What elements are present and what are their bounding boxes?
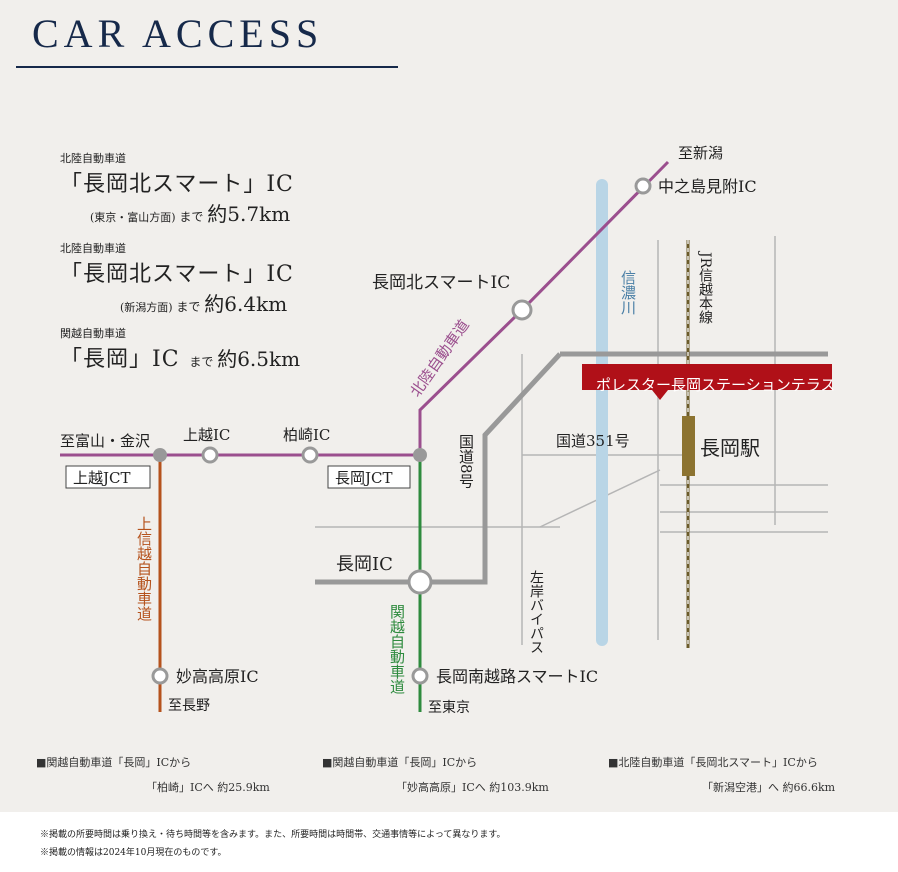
expressway-name: 北陸自動車道 [60, 152, 126, 165]
footer-item-1: ■関越自動車道「長岡」ICから 「柏崎」ICへ 約25.9km [36, 757, 270, 793]
distance-row: 「長岡」IC まで 約6.5km [60, 341, 300, 373]
distance: 6.4km [224, 292, 288, 316]
footer-item-3: ■北陸自動車道「長岡北スマート」ICから 「新潟空港」へ 約66.6km [608, 757, 835, 793]
footer-line2: 「新潟空港」へ 約66.6km [702, 781, 836, 794]
note-1: ※掲載の所要時間は乗り換え・待ち時間等を含みます。また、所要時間は時間帯、交通事… [40, 830, 506, 840]
access-info-3: 関越自動車道 「長岡」IC まで 約6.5km [60, 325, 300, 373]
expressway-name: 関越自動車道 [60, 327, 126, 340]
label-nagaoka-kita-smart-ic: 長岡北スマートIC [372, 273, 510, 293]
nagaoka-jct-marker [413, 448, 427, 462]
property-flag [582, 364, 832, 390]
yaku: 約 [217, 347, 238, 371]
hokuriku-expressway [60, 160, 670, 457]
label-joetsu-jct: 上越JCT [73, 469, 131, 487]
access-info-2: 北陸自動車道 「長岡北スマート」IC (新潟方面) まで 約6.4km [60, 240, 294, 317]
label-shinano-river: 信濃川 [619, 270, 637, 315]
label-joshinetsu: 上信越自動車道 [135, 516, 153, 621]
label-nagaoka-minami-ic: 長岡南越路スマートIC [436, 667, 598, 686]
footer-line2: 「柏崎」ICへ 約25.9km [146, 781, 270, 794]
distance: 5.7km [227, 202, 291, 226]
ic-markers [151, 177, 652, 685]
distance: 6.5km [237, 347, 301, 371]
footer-line1: ■北陸自動車道「長岡北スマート」ICから [608, 756, 818, 769]
label-kanetsu: 関越自動車道 [388, 604, 406, 694]
ic-name: 「長岡北スマート」IC [60, 172, 294, 197]
label-hokuriku: 北陸自動車道 [407, 316, 473, 400]
label-to-toyama: 至富山・金沢 [60, 432, 150, 450]
distance-row: (新潟方面) まで 約6.4km [60, 288, 294, 317]
access-info-1: 北陸自動車道 「長岡北スマート」IC (東京・富山方面) まで 約5.7km [60, 150, 294, 227]
station-marker [682, 416, 695, 476]
direction: (新潟方面) [120, 301, 173, 314]
ic-name: 「長岡」IC [60, 347, 180, 372]
label-to-tokyo: 至東京 [428, 700, 470, 716]
distance-row: (東京・富山方面) まで 約5.7km [60, 198, 294, 227]
nagaoka-jct-box [327, 465, 411, 489]
made: まで [189, 355, 214, 369]
footer-line1: ■関越自動車道「長岡」ICから [322, 756, 478, 769]
notes-panel [0, 812, 898, 872]
joetsu-jct-box [65, 465, 151, 489]
label-route8: 国道8号 [457, 434, 475, 490]
label-kashiwazaki-ic: 柏崎IC [283, 426, 330, 444]
label-jr-line: JR信越本線 [697, 250, 713, 324]
joetsu-jct-marker [153, 448, 167, 462]
access-map: 至新潟 中之島見附IC 長岡北スマートIC ポレスター長岡ステーションテラス 至… [60, 144, 835, 716]
label-nagaoka-ic: 長岡IC [336, 554, 393, 575]
page-title: CAR ACCESS [32, 11, 324, 56]
national-roads [315, 351, 828, 585]
footer-item-2: ■関越自動車道「長岡」ICから 「妙高高原」ICへ 約103.9km [322, 757, 549, 793]
label-nagaoka-station: 長岡駅 [700, 436, 760, 460]
label-nagaoka-jct: 長岡JCT [335, 469, 393, 487]
expressway-name: 北陸自動車道 [60, 242, 126, 255]
footer-line1: ■関越自動車道「長岡」ICから [36, 756, 192, 769]
note-2: ※掲載の情報は2024年10月現在のものです。 [40, 848, 227, 858]
direction: (東京・富山方面) [90, 211, 176, 224]
made: まで [176, 300, 201, 314]
yaku: 約 [207, 202, 228, 226]
made: まで [179, 210, 204, 224]
label-nakanoshima-ic: 中之島見附IC [658, 177, 757, 196]
label-route351: 国道351号 [556, 432, 630, 450]
label-property: ポレスター長岡ステーションテラス [596, 376, 835, 394]
label-to-nagano: 至長野 [168, 698, 210, 714]
label-to-niigata: 至新潟 [678, 144, 723, 162]
yaku: 約 [204, 292, 225, 316]
ic-name: 「長岡北スマート」IC [60, 262, 294, 287]
label-myoko-ic: 妙高高原IC [176, 667, 259, 686]
label-sagan-bypass: 左岸バイパス [528, 570, 544, 654]
label-joetsu-ic: 上越IC [183, 426, 230, 444]
title-rule [16, 66, 398, 68]
footer-line2: 「妙高高原」ICへ 約103.9km [396, 781, 549, 794]
